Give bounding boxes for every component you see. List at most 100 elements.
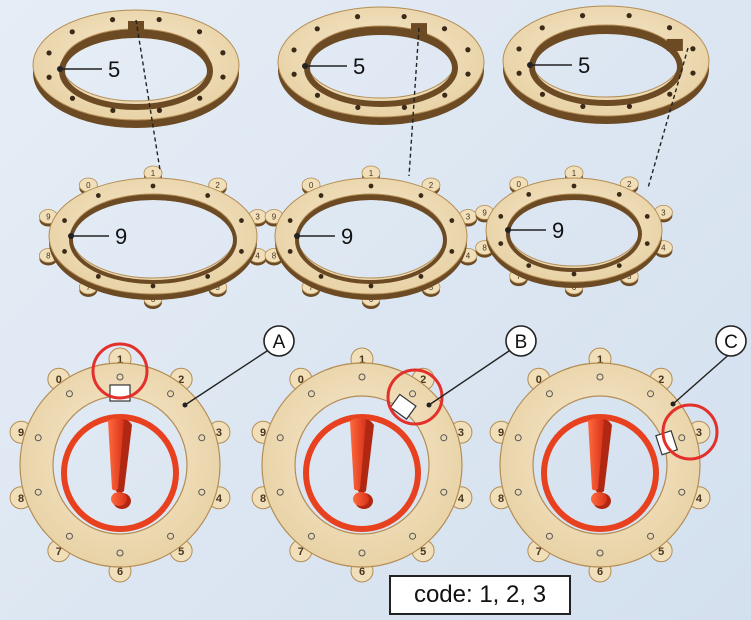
mid-ring-3: 12345678909 <box>475 165 673 297</box>
ring-hole <box>196 29 203 35</box>
dial-hole <box>34 488 42 496</box>
ring-hole <box>690 70 696 76</box>
ring-hole <box>626 103 633 109</box>
dial-digit: 8 <box>260 493 266 505</box>
ring-hole <box>616 192 622 197</box>
dial-hole <box>647 532 655 540</box>
tab-digit: 9 <box>482 208 487 217</box>
ring-notch <box>128 21 144 33</box>
ring-hole <box>465 71 471 77</box>
ring-hole <box>368 283 374 289</box>
ring-inner-wall <box>295 196 447 284</box>
dial-hole <box>198 434 206 442</box>
dial-digit: 5 <box>658 546 664 558</box>
dial-hole <box>116 373 124 381</box>
tab-digit: 8 <box>482 244 487 253</box>
ring-hole <box>401 13 407 20</box>
dial-digit: 0 <box>536 374 542 386</box>
dial-digit: 8 <box>498 493 504 505</box>
dial-digit: 7 <box>56 546 62 558</box>
exclamation-bar <box>108 418 124 491</box>
dial-hole <box>276 434 284 442</box>
highlight-circle <box>661 403 719 461</box>
tab-digit: 9 <box>46 213 51 222</box>
pointer-dot <box>527 62 533 68</box>
ring-inner-wall <box>304 29 458 107</box>
dial-digit: 6 <box>117 566 123 578</box>
ring-hole <box>539 91 546 97</box>
dial-digit: 2 <box>420 374 426 386</box>
ring-hole <box>62 249 67 254</box>
ring-notch <box>666 38 683 51</box>
ring-hole <box>69 29 75 35</box>
dial-digit: 9 <box>498 427 504 439</box>
ring-hole <box>465 47 471 53</box>
tab-digit: 0 <box>309 181 314 190</box>
ring-hole <box>291 71 297 77</box>
dial-hole <box>167 390 175 398</box>
highlight-circle <box>91 342 149 400</box>
ring-hole <box>442 92 448 98</box>
pointer-dot <box>294 233 300 239</box>
tab-digit: 1 <box>572 169 577 178</box>
tab-digit: 4 <box>255 251 260 260</box>
ring-hole <box>526 192 532 197</box>
callout-bubble <box>505 325 537 357</box>
ring-hole <box>498 241 504 246</box>
callout-bubble <box>263 325 295 357</box>
dial-hole <box>596 549 604 557</box>
exclamation-bar <box>350 418 366 491</box>
ring-hole <box>571 271 577 277</box>
ring-inner-wall <box>69 196 237 284</box>
ring-hole <box>150 183 156 189</box>
part-label-9: 9 <box>341 224 353 249</box>
dial-hole <box>34 434 42 442</box>
dial-hole <box>167 532 175 540</box>
callout-dot <box>670 401 676 407</box>
dial-notch <box>389 393 417 420</box>
dial-hole <box>409 390 417 398</box>
tab-digit: 3 <box>255 213 260 222</box>
callout-leader <box>184 350 268 406</box>
tab-digit: 3 <box>661 208 666 217</box>
exclamation-dot <box>353 492 369 506</box>
callout-bubble <box>715 325 747 357</box>
top-ring-2: 5 <box>277 6 485 126</box>
ring-hole <box>666 25 673 31</box>
ring-hole <box>220 74 226 80</box>
callout-C: C <box>661 325 747 461</box>
exclamation-dot <box>591 492 607 506</box>
dial-digit: 5 <box>420 546 426 558</box>
callout-leader <box>672 350 734 405</box>
callout-letter: C <box>724 332 738 353</box>
ring-hole <box>95 193 101 198</box>
ring-hole <box>579 13 586 19</box>
tab-digit: 3 <box>466 213 471 222</box>
dial-hole <box>596 373 604 381</box>
callout-letter: A <box>273 332 286 353</box>
ring-hole <box>516 70 522 76</box>
ring-hole <box>150 283 156 289</box>
dial-hole <box>198 488 206 496</box>
part-label-5: 5 <box>353 54 365 79</box>
dial-digit: 7 <box>298 546 304 558</box>
ring-hole <box>355 104 361 111</box>
tab-digit: 0 <box>517 180 522 189</box>
dial-digit: 5 <box>178 546 184 558</box>
dial-digit: 7 <box>536 546 542 558</box>
callout-dot <box>426 402 432 408</box>
ring-hole <box>46 50 52 56</box>
dial-digit: 3 <box>458 427 464 439</box>
ring-hole <box>314 92 321 98</box>
dial-hole <box>409 532 417 540</box>
dial-digit: 6 <box>597 566 603 578</box>
part-label-9: 9 <box>552 218 564 243</box>
part-label-5: 5 <box>578 53 590 78</box>
ring-hole <box>109 17 116 23</box>
dial-digit: 6 <box>359 566 365 578</box>
ring-hole <box>69 95 76 101</box>
